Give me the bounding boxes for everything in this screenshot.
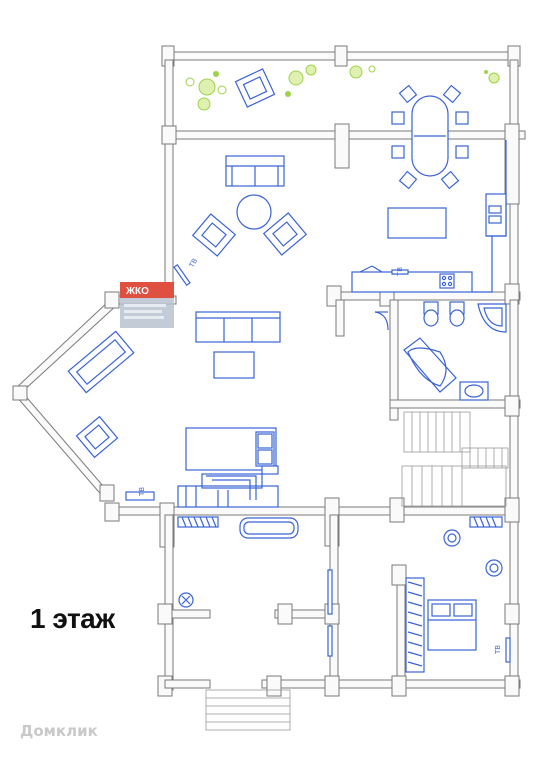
- living-sofa-top: [225, 155, 285, 187]
- lower-left-shelves: [327, 569, 333, 657]
- terrace-armchair: [234, 68, 276, 108]
- entrance-plant: [178, 592, 194, 608]
- terrace-plants: [185, 64, 500, 111]
- tv-bay: [125, 491, 155, 501]
- tv-bedroom: [505, 637, 511, 663]
- tv-label-kitchen: ТВ: [396, 267, 404, 277]
- tv-label-bay: ТВ: [138, 487, 146, 497]
- entrance-steps: [205, 689, 291, 731]
- bedroom-wardrobe: [405, 577, 425, 673]
- kitchen-island: [387, 207, 447, 239]
- bay-sofa: [67, 330, 135, 394]
- round-coffee-table: [236, 194, 272, 230]
- center-bed: [185, 427, 279, 475]
- bathroom-fixtures: [374, 301, 507, 401]
- bedroom-bed: [427, 599, 477, 651]
- tv-label-living: ТВ: [187, 257, 199, 270]
- bay-armchair: [75, 415, 119, 459]
- floor-label: 1 этаж: [30, 603, 115, 634]
- tv-kitchen: [391, 269, 409, 275]
- coffee-table: [213, 351, 255, 379]
- kitchen-counter: [351, 140, 507, 293]
- tv-label-bedroom: ТВ: [494, 645, 502, 655]
- logo-text: ЖКО: [125, 286, 149, 297]
- agency-logo: ЖКО: [120, 282, 174, 328]
- hall-chairs: [443, 529, 503, 577]
- stairs: [401, 411, 509, 507]
- domclick-watermark: Домклик: [20, 722, 98, 740]
- shoe-racks: [177, 516, 503, 528]
- walls: [12, 45, 526, 697]
- center-stairs: [177, 473, 279, 508]
- hall-bench: [239, 517, 299, 539]
- living-sofa-bottom: [195, 311, 281, 343]
- dining-set: [391, 84, 469, 190]
- armchairs: [191, 212, 308, 257]
- tv-living: [173, 264, 191, 286]
